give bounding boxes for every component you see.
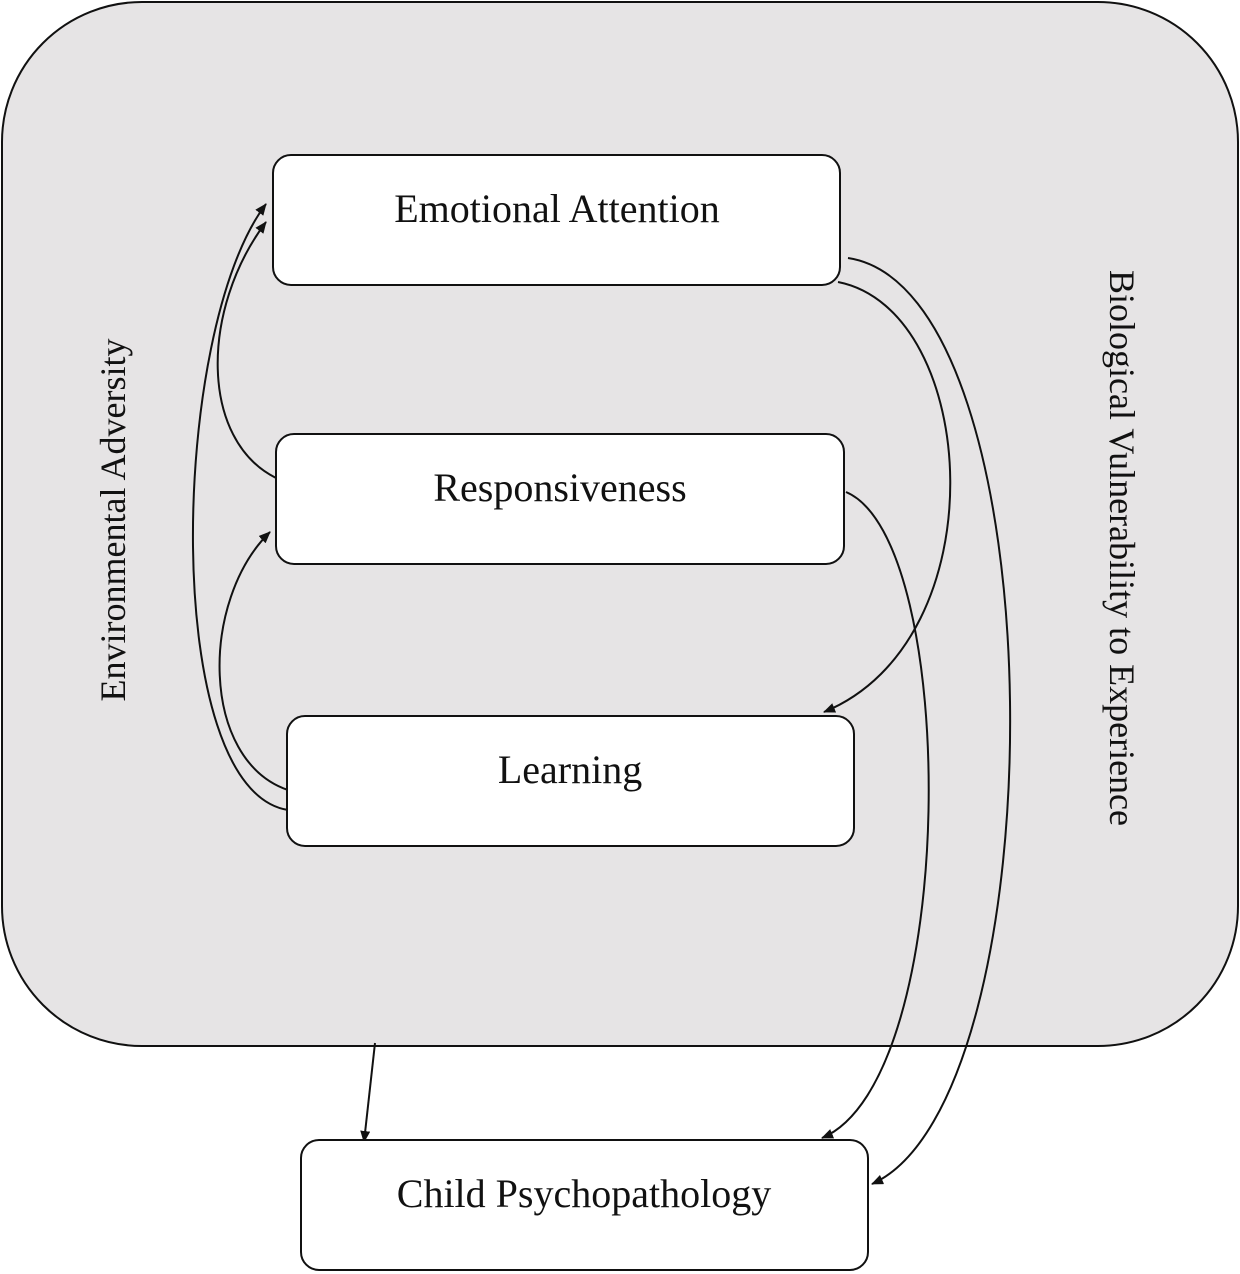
biological-vulnerability-label: Biological Vulnerability to Experience (1102, 270, 1142, 826)
environmental-adversity-label: Environmental Adversity (93, 339, 133, 702)
node-emotional-attention-label: Emotional Attention (394, 186, 720, 231)
node-emotional-attention: Emotional Attention (272, 154, 841, 286)
arrow-context-to-child-psychopathology (360, 1042, 376, 1143)
node-learning: Learning (286, 715, 855, 847)
node-responsiveness-label: Responsiveness (433, 465, 686, 510)
arrow-emotional-attention-to-child-psychopathology (847, 257, 1012, 1185)
node-child-psychopathology: Child Psychopathology (300, 1139, 869, 1271)
arrow-responsiveness-to-emotional-attention (216, 221, 277, 479)
arrow-responsiveness-to-child-psychopathology (821, 491, 930, 1139)
arrow-emotional-attention-to-learning (823, 281, 952, 713)
node-child-psychopathology-label: Child Psychopathology (397, 1171, 771, 1216)
node-learning-label: Learning (498, 747, 642, 792)
arrow-learning-to-responsiveness (218, 531, 289, 791)
arrow-learning-to-emotional-attention (192, 203, 289, 811)
node-responsiveness: Responsiveness (275, 433, 845, 565)
